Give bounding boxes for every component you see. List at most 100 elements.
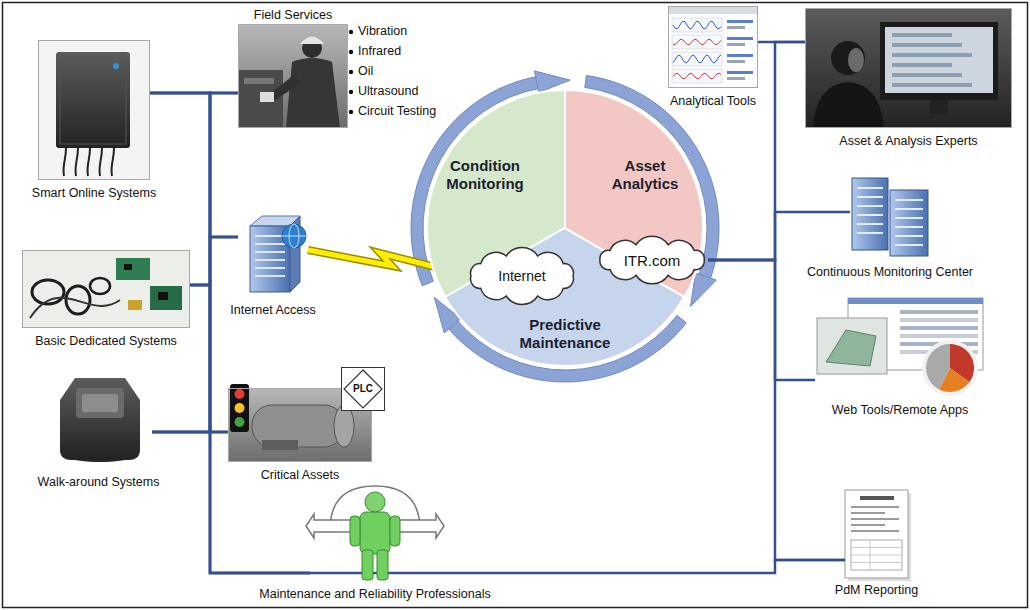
online-system-photo-part [99, 148, 102, 176]
field-service-photo-part [270, 74, 300, 100]
plc-diamond: PLC [341, 367, 385, 411]
field-service-photo-part [260, 92, 274, 102]
expert-photo-part [892, 53, 972, 57]
server-towers-icon-part [895, 244, 923, 246]
cycle-sector-outline-part [445, 228, 684, 366]
label-holder: Asset & Analysis Experts [839, 134, 977, 149]
bullet-dots-part [349, 110, 353, 114]
network-line-part [190, 237, 238, 285]
label-holder: Circuit Testing [358, 104, 436, 119]
item-label: Asset & Analysis Experts [839, 134, 977, 149]
dedicated-system-photo-part [128, 300, 142, 310]
item-label: Walk-around Systems [38, 475, 160, 490]
online-system-photo-part [87, 148, 90, 176]
server-towers-icon [852, 178, 928, 256]
label-holder: Critical Assets [261, 468, 340, 483]
plc-diamond-outline-part [344, 370, 382, 408]
item-label: Continuous Monitoring Center [807, 265, 973, 280]
cloud-shape-outline-part [600, 236, 704, 284]
label-holder: Infrared [358, 44, 401, 59]
measurement-type: Circuit Testing [358, 104, 436, 119]
web-tools-collage-part [848, 298, 983, 304]
internet-server-icon [250, 216, 306, 292]
label-holder: Oil [358, 64, 373, 79]
network-line [152, 432, 310, 573]
internet-server-icon-part [255, 259, 285, 261]
internet-server-icon-part [282, 224, 306, 248]
cloud-shape-outline-part [471, 248, 574, 305]
analytics-screenshot-part [668, 6, 758, 88]
cycle-arrow-ring [411, 71, 719, 382]
online-system-photo-part [60, 56, 126, 144]
analytics-screenshot-part [727, 54, 753, 57]
expert-photo-part [885, 27, 993, 93]
network-line [152, 93, 238, 432]
report-document-part [870, 540, 871, 570]
professional-figure-part [310, 572, 440, 575]
expert-photo-part [892, 33, 952, 37]
measurement-type: Vibration [358, 24, 407, 39]
measurement-type: Infrared [358, 44, 401, 59]
label-holder: PdM Reporting [835, 583, 918, 598]
dedicated-system-photo-part [30, 298, 120, 318]
photo-box: Critical AssetsPLC [228, 388, 372, 462]
network-line [190, 237, 238, 285]
network-line [708, 212, 850, 260]
expert-photo-part [892, 83, 972, 87]
item-label: Maintenance and Reliability Professional… [259, 587, 490, 602]
server-towers-icon-part [852, 178, 888, 250]
expert-photo-part [930, 100, 948, 114]
dedicated-system-photo-part [124, 264, 132, 270]
label-holder: Maintenance and Reliability Professional… [259, 587, 490, 602]
web-tools-collage-part [826, 330, 876, 366]
label-holder: Asset Analytics [599, 157, 691, 193]
label-holder: Continuous Monitoring Center [807, 265, 973, 280]
phase-label: Asset Analytics [599, 157, 691, 193]
server-towers-icon-part [895, 217, 923, 219]
analytics-screenshot-part [727, 71, 753, 74]
server-towers-icon-part [857, 232, 883, 234]
item-label: Field Services [254, 8, 333, 23]
item-label: Critical Assets [261, 468, 340, 483]
analytics-screenshot-part [672, 35, 722, 49]
network-line-part [152, 93, 238, 432]
walkaround-device [60, 378, 140, 462]
professional-figure-part [377, 550, 388, 580]
walkaround-device-part [60, 378, 140, 460]
icon-box: Maintenance and Reliability Professional… [310, 482, 440, 582]
photo-box: Analytical Tools [668, 6, 758, 88]
item-label: Basic Dedicated Systems [35, 334, 177, 349]
label-holder: Internet Access [230, 303, 315, 318]
report-document-part [851, 562, 902, 563]
internet-server-icon-part [255, 267, 285, 269]
network-line-part [190, 285, 310, 573]
web-tools-collage [817, 298, 983, 396]
network-line-part [708, 42, 805, 260]
server-towers-icon-part [857, 214, 883, 216]
label-holder: Analytical Tools [670, 94, 756, 109]
bullet-dots-part [349, 70, 353, 74]
label-holder: ITR.com [624, 253, 681, 268]
photo-box: Smart Online Systems [38, 40, 150, 180]
icon-box: Internet Access [238, 212, 308, 298]
server-towers-icon-part [857, 205, 883, 207]
network-line-part [708, 212, 850, 260]
analytics-screenshot-part [727, 20, 753, 23]
frame-border [3, 3, 1028, 608]
network-line [150, 93, 238, 237]
icon-box: PdM Reporting [845, 490, 908, 578]
dedicated-system-photo-part [158, 292, 168, 300]
field-service-photo [238, 24, 348, 128]
online-system-photo-part [113, 63, 119, 69]
analytics-screenshot-part [727, 60, 745, 63]
report-document-part [860, 496, 894, 500]
online-system-photo-part [63, 148, 66, 176]
report-document-part [851, 530, 899, 532]
photo-box: Field Services [238, 24, 348, 128]
item-label: Analytical Tools [670, 94, 756, 109]
internet-server-icon-part [255, 235, 285, 237]
measurement-type: Oil [358, 64, 373, 79]
network-line-part [150, 93, 238, 237]
critical-asset-photo-part [262, 440, 298, 450]
server-towers-icon-part [857, 196, 883, 198]
